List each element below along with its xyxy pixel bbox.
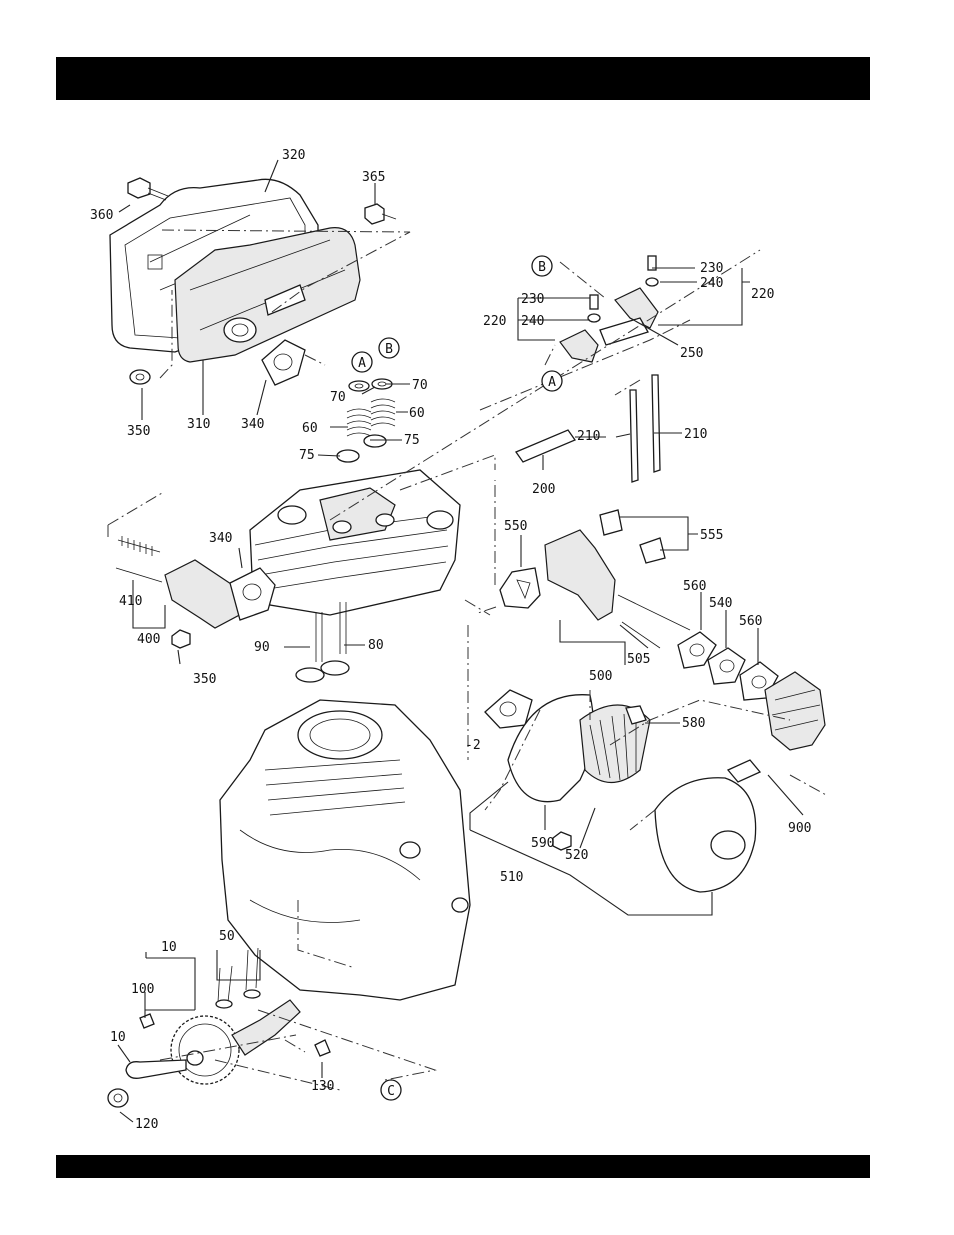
callout-75-left: 75: [299, 448, 315, 463]
callout-10-shaft: 10: [110, 1030, 126, 1045]
callout-900: 900: [788, 821, 811, 836]
ref-a-label-2: A: [358, 356, 366, 371]
callout-240-left: 240: [521, 314, 544, 329]
callout-210-right: 210: [684, 427, 707, 442]
ref-b-label-1: B: [538, 260, 546, 275]
callout-100: 100: [131, 982, 154, 997]
nut-350-top: [130, 370, 150, 384]
callout-10-gear: 10: [161, 940, 177, 955]
callout-580: 580: [682, 716, 705, 731]
callout-2: -2: [465, 738, 481, 753]
bolt-365: [365, 204, 396, 224]
callout-230-left: 230: [521, 292, 544, 307]
bolt-360: [128, 178, 168, 200]
callout-80: 80: [368, 638, 384, 653]
callout-505: 505: [627, 652, 650, 667]
callout-400: 400: [137, 632, 160, 647]
ref-c-label: C: [387, 1084, 395, 1099]
air-cleaner-assembly: [485, 690, 760, 892]
callout-120: 120: [135, 1117, 158, 1132]
callout-240-right: 240: [700, 276, 723, 291]
gaskets-540-560: [678, 632, 778, 700]
callout-220-right: 220: [751, 287, 774, 302]
callout-75-right: 75: [404, 433, 420, 448]
callout-70-right: 70: [412, 378, 428, 393]
callout-560-right: 560: [739, 614, 762, 629]
intake-manifold-500: [500, 510, 690, 648]
gasket-340-top: [262, 340, 305, 385]
callout-540: 540: [709, 596, 732, 611]
ref-circle-c: C: [381, 1080, 401, 1100]
push-rods-210: [630, 375, 660, 482]
callout-70-left: 70: [330, 390, 346, 405]
ref-circle-a-rocker: A: [542, 371, 562, 391]
callout-210-left: 210: [577, 429, 600, 444]
callout-340-manifold: 340: [209, 531, 232, 546]
callout-340-cover: 340: [241, 417, 264, 432]
callout-550: 550: [504, 519, 527, 534]
callout-250: 250: [680, 346, 703, 361]
ref-circle-a-spring: A: [352, 352, 372, 372]
callout-360: 360: [90, 208, 113, 223]
ref-b-label-2: B: [385, 342, 393, 357]
callout-500: 500: [589, 669, 612, 684]
callout-320: 320: [282, 148, 305, 163]
callout-590: 590: [531, 836, 554, 851]
ref-circle-b-spring: B: [379, 338, 399, 358]
callout-510: 510: [500, 870, 523, 885]
ref-circle-b-top: B: [532, 256, 552, 276]
callout-560-left: 560: [683, 579, 706, 594]
callout-220-left: 220: [483, 314, 506, 329]
callout-410: 410: [119, 594, 142, 609]
callout-365: 365: [362, 170, 385, 185]
callout-230-right: 230: [700, 261, 723, 276]
callout-60-left: 60: [302, 421, 318, 436]
callout-130: 130: [311, 1079, 334, 1094]
callout-350-cover: 350: [127, 424, 150, 439]
callout-520: 520: [565, 848, 588, 863]
callout-60-right: 60: [409, 406, 425, 421]
ref-a-label-1: A: [548, 375, 556, 390]
callout-555: 555: [700, 528, 723, 543]
callout-350-manifold: 350: [193, 672, 216, 687]
callout-50: 50: [219, 929, 235, 944]
callout-90: 90: [254, 640, 270, 655]
tappet-200: [516, 430, 575, 462]
callout-200: 200: [532, 482, 555, 497]
rocker-arm-set: [560, 256, 658, 362]
callout-310: 310: [187, 417, 210, 432]
cylinder-head: [250, 470, 460, 615]
